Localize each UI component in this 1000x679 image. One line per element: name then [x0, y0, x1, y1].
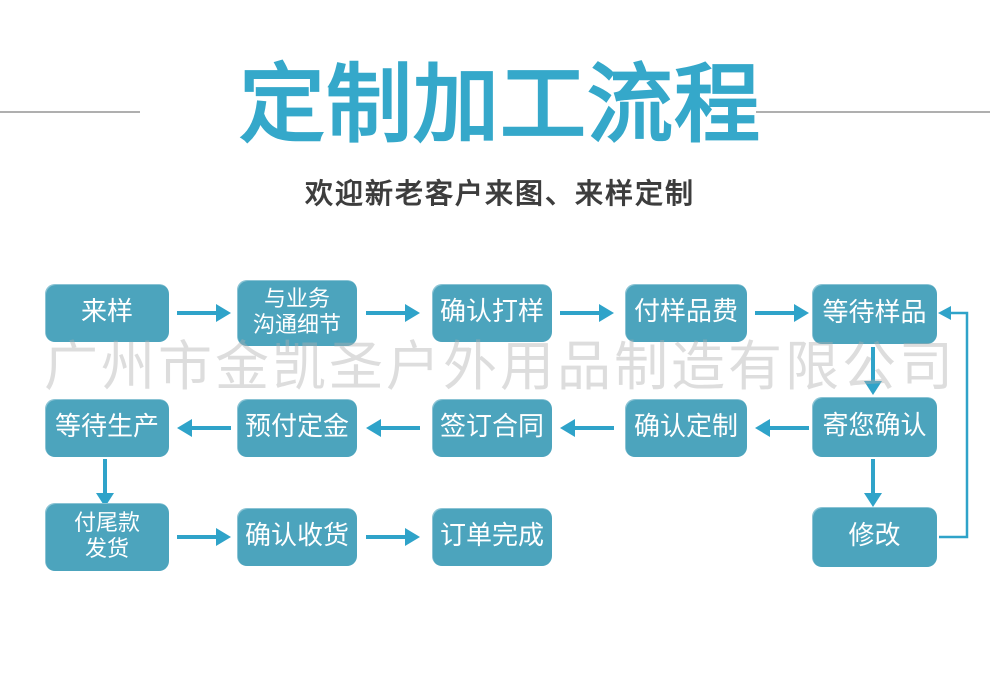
arrow-left-icon: [177, 419, 231, 437]
title-divider-left: [0, 111, 140, 113]
flow-step-order-complete: 订单完成: [432, 508, 552, 566]
arrow-right-icon: [177, 528, 231, 546]
flow-step-sample-received: 来样: [45, 284, 169, 342]
arrow-down-icon: [864, 347, 882, 395]
arrow-right-icon: [560, 304, 614, 322]
arrow-right-icon: [177, 304, 231, 322]
arrow-left-icon: [755, 419, 809, 437]
flow-step-wait-for-sample: 等待样品: [812, 284, 937, 344]
flow-step-sign-contract: 签订合同: [432, 399, 552, 457]
arrow-right-icon: [366, 528, 420, 546]
page-title: 定制加工流程: [239, 55, 761, 155]
feedback-loop-arrow: [938, 306, 969, 539]
arrow-down-icon: [96, 459, 114, 507]
flow-step-confirm-proofing: 确认打样: [432, 284, 552, 342]
flow-step-confirm-receipt: 确认收货: [237, 508, 357, 566]
flow-step-discuss-details: 与业务 沟通细节: [237, 280, 357, 346]
flow-step-send-for-confirmation: 寄您确认: [812, 397, 937, 457]
arrow-down-icon: [864, 459, 882, 507]
title-divider-right: [756, 111, 990, 113]
flow-step-confirm-customization: 确认定制: [625, 399, 747, 457]
arrow-left-icon: [366, 419, 420, 437]
flow-step-wait-production: 等待生产: [45, 399, 169, 457]
arrow-right-icon: [366, 304, 420, 322]
arrow-right-icon: [755, 304, 809, 322]
flow-step-pay-balance-ship: 付尾款 发货: [45, 503, 169, 571]
arrow-left-icon: [560, 419, 614, 437]
flow-step-pay-sample-fee: 付样品费: [625, 284, 747, 342]
page-subtitle: 欢迎新老客户来图、来样定制: [304, 177, 695, 210]
flow-step-pay-deposit: 预付定金: [237, 399, 357, 457]
flow-step-modify: 修改: [812, 507, 937, 567]
